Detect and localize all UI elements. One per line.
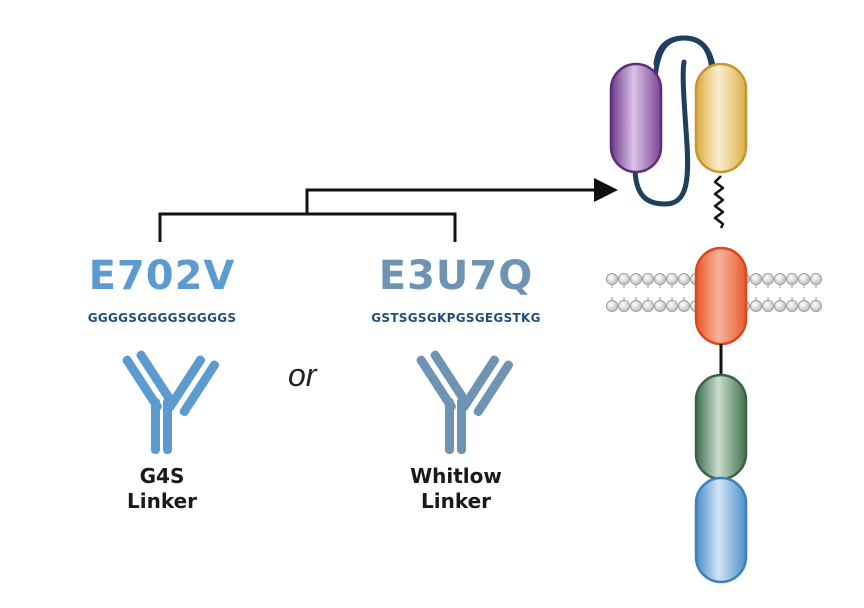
antibody-icon-whitlow (416, 350, 514, 454)
lipid-head (654, 273, 666, 285)
lipid-head (762, 273, 774, 285)
linker-type-line2: Linker (420, 489, 492, 513)
transmembrane-domain (694, 246, 748, 346)
lipid-head (798, 300, 810, 312)
linker-type-line1: Whitlow (410, 464, 502, 488)
linker-type-line1: G4S (139, 464, 185, 488)
lipid-head (750, 273, 762, 285)
arrow-head-icon (594, 178, 618, 202)
lipid-head (630, 273, 642, 285)
scfv-domain-purple (609, 62, 663, 174)
lipid-head (798, 273, 810, 285)
lipid-head (762, 300, 774, 312)
hinge-squiggle (713, 175, 725, 229)
costimulatory-domain (694, 373, 748, 481)
lipid-head (786, 300, 798, 312)
scfv-domain-yellow (694, 62, 748, 174)
lipid-head (786, 273, 798, 285)
lipid-head (606, 273, 618, 285)
lipid-head (750, 300, 762, 312)
antibody-icon-g4s (122, 350, 220, 454)
lipid-head (606, 300, 618, 312)
lipid-head (642, 300, 654, 312)
lipid-head (618, 273, 630, 285)
signaling-domain (694, 476, 748, 584)
linker-type-whitlow: Whitlow Linker (356, 464, 556, 514)
lipid-head (654, 300, 666, 312)
lipid-head (642, 273, 654, 285)
lipid-head (666, 273, 678, 285)
selection-bracket (158, 188, 604, 242)
lipid-head (678, 300, 690, 312)
linker-type-line2: Linker (126, 489, 198, 513)
lipid-head (774, 273, 786, 285)
clone-name-e3u7q: E3U7Q (378, 253, 534, 299)
lipid-head (774, 300, 786, 312)
lipid-head (618, 300, 630, 312)
lipid-head (810, 273, 822, 285)
linker-sequence-g4s: GGGGSGGGGSGGGGS (87, 311, 237, 325)
or-connector: or (288, 357, 317, 393)
linker-sequence-whitlow: GSTSGSGKPGSGEGSTKG (371, 311, 541, 325)
lipid-head (666, 300, 678, 312)
clone-name-e702v: E702V (88, 253, 236, 299)
linker-type-g4s: G4S Linker (62, 464, 262, 514)
lipid-head (678, 273, 690, 285)
car-construct (606, 35, 822, 584)
lipid-head (630, 300, 642, 312)
lipid-head (810, 300, 822, 312)
